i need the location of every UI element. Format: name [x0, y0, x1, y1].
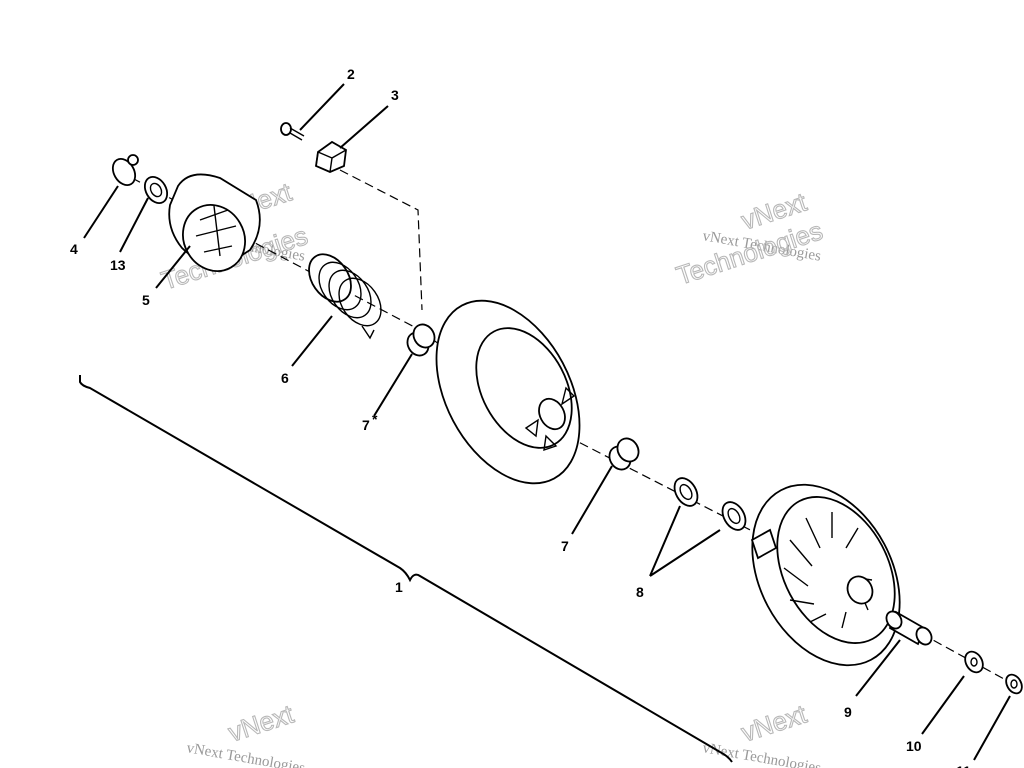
callout-9: 9 — [844, 704, 852, 720]
watermark-vnext: vNext — [225, 698, 298, 747]
spring-part — [308, 253, 382, 340]
leader-lines — [83, 83, 1011, 761]
watermark: vNext vNext Technologies Technologies vN… — [157, 176, 827, 768]
callout-2: 2 — [347, 66, 355, 82]
callout-labels: 2 3 4 13 5 6 7 * 1 7 8 9 10 11 — [70, 66, 971, 768]
callout-5: 5 — [142, 292, 150, 308]
callout-13: 13 — [110, 257, 126, 273]
washers-part — [673, 477, 747, 531]
callout-11: 11 — [956, 763, 971, 768]
fixed-sheave-part — [750, 483, 901, 667]
callout-10: 10 — [906, 738, 922, 754]
cam-part — [168, 173, 261, 272]
callout-7-lower: 7 — [561, 538, 569, 554]
callout-7-asterisk: * — [372, 411, 378, 427]
bushing-lower-part — [608, 437, 640, 471]
washer-10-part — [964, 650, 984, 674]
callout-7-upper: 7 — [362, 417, 370, 433]
movable-sheave-part — [435, 299, 581, 485]
washer-part — [143, 175, 169, 205]
callout-6: 6 — [281, 370, 289, 386]
assembly-bracket — [79, 375, 733, 763]
nut-part — [111, 154, 139, 187]
cam-slider-part — [315, 140, 347, 173]
watermark-text: vNext Technologies — [185, 740, 306, 768]
watermark-text: vNext Technologies — [701, 740, 822, 768]
callout-8: 8 — [636, 584, 644, 600]
callout-3: 3 — [391, 87, 399, 103]
nut-11-part — [1005, 673, 1023, 695]
screw-part — [280, 122, 305, 141]
callout-1: 1 — [395, 579, 403, 595]
callout-4: 4 — [70, 241, 78, 257]
watermark-vnext: vNext — [738, 698, 811, 747]
sleeve-part — [885, 610, 933, 646]
bushing-upper-part — [406, 323, 436, 357]
